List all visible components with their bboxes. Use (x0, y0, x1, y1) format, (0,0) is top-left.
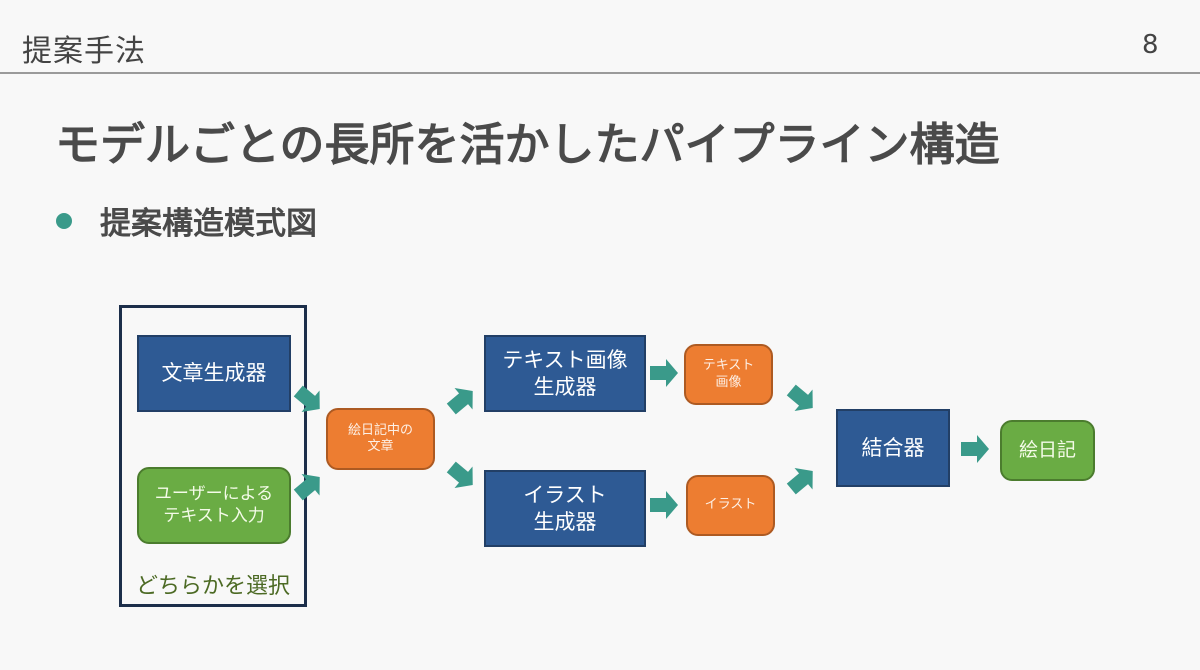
node-text-image: テキスト 画像 (684, 344, 773, 405)
node-label: イラスト (704, 497, 757, 513)
input-selection-label: どちらかを選択 (135, 574, 290, 599)
bullet-icon (56, 213, 72, 229)
arrow-icon (961, 435, 989, 463)
node-text-image-generator: テキスト画像 生成器 (484, 335, 646, 412)
node-label-line1: 絵日記中の (347, 422, 413, 438)
section-title: 提案手法 (22, 34, 146, 69)
node-picture-diary: 絵日記 (1000, 420, 1095, 481)
node-label: 文章生成器 (161, 361, 267, 386)
arrow-icon (782, 460, 822, 500)
slide-title: モデルごとの長所を活かしたパイプライン構造 (55, 118, 1000, 171)
arrow-icon (650, 491, 678, 519)
arrow-icon (650, 359, 678, 387)
header-divider (0, 72, 1200, 74)
node-label: 絵日記 (1018, 438, 1076, 461)
node-label-line2: 生成器 (533, 509, 597, 534)
node-label-line2: 文章 (367, 439, 394, 454)
node-diary-text: 絵日記中の 文章 (326, 408, 435, 470)
node-label: 結合器 (861, 435, 925, 460)
arrow-icon (442, 380, 482, 420)
node-label-line1: テキスト画像 (502, 348, 628, 373)
bullet-text: 提案構造模式図 (100, 206, 317, 242)
arrow-icon (442, 456, 482, 496)
node-text-generator: 文章生成器 (137, 335, 291, 412)
node-illustration-generator: イラスト 生成器 (484, 470, 646, 547)
input-selection-frame (119, 305, 307, 607)
node-illustration: イラスト (686, 475, 775, 536)
page-number: 8 (1142, 30, 1159, 60)
node-label-line2: テキスト入力 (163, 505, 265, 526)
arrow-icon (782, 379, 822, 419)
node-label-line2: 生成器 (533, 374, 597, 399)
node-label-line1: ユーザーによる (154, 484, 274, 505)
node-user-text-input: ユーザーによる テキスト入力 (137, 467, 291, 544)
node-label-line2: 画像 (715, 374, 742, 390)
node-combiner: 結合器 (836, 409, 950, 487)
node-label-line1: イラスト (523, 483, 607, 508)
node-label-line1: テキスト (702, 358, 755, 374)
